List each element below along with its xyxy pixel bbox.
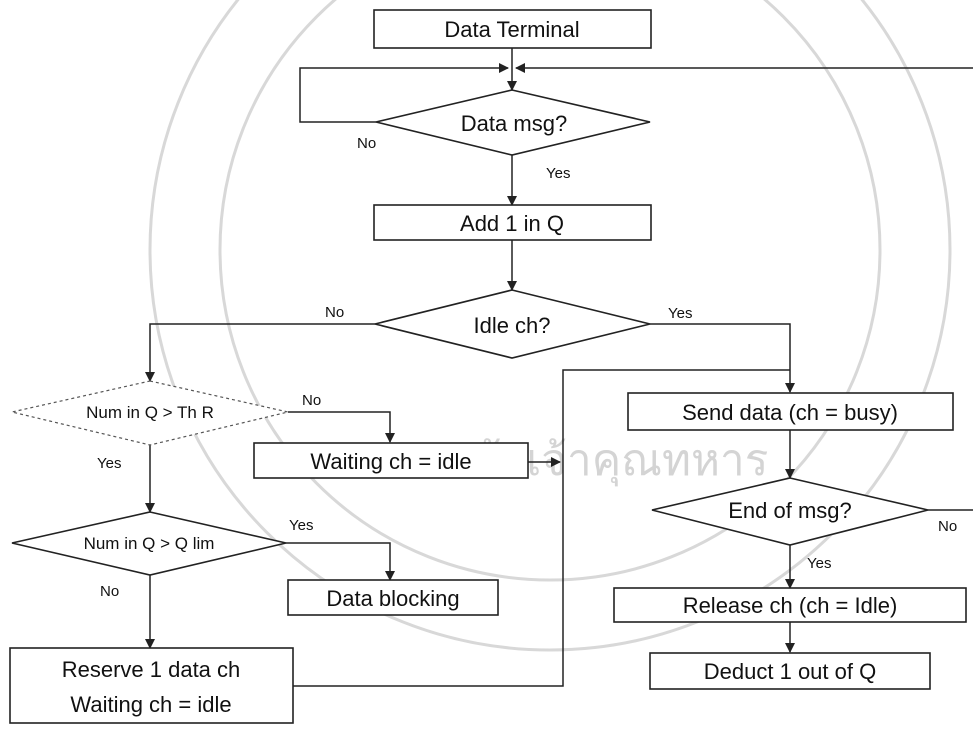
node-idle-ch-label: Idle ch? [473,313,550,338]
node-end-of-msg-decision: End of msg? [651,477,929,546]
edge-labels: No Yes No Yes No Yes Yes No No Yes [97,135,957,600]
edge-label-qlim-yes: Yes [289,517,313,534]
node-data-msg-decision: Data msg? [375,89,651,156]
node-reserve: Reserve 1 data ch Waiting ch = idle [9,647,294,724]
node-num-q-thr-decision: Num in Q > Th R [11,380,289,446]
edge-label-end-yes: Yes [807,555,831,572]
node-idle-ch-decision: Idle ch? [374,289,651,359]
node-data-terminal-label: Data Terminal [444,17,579,42]
edge-label-data-msg-yes: Yes [546,165,570,182]
node-data-terminal: Data Terminal [373,9,652,49]
connectors [145,48,973,687]
node-data-msg-label: Data msg? [461,111,567,136]
node-end-of-msg-label: End of msg? [728,498,852,523]
node-deduct: Deduct 1 out of Q [649,652,931,690]
node-reserve-line2: Waiting ch = idle [70,692,231,717]
edge-label-end-no: No [938,518,957,535]
node-add-1-label: Add 1 in Q [460,211,564,236]
node-release-ch-label: Release ch (ch = Idle) [683,593,898,618]
node-data-blocking: Data blocking [287,579,499,616]
node-waiting-idle-label: Waiting ch = idle [310,449,471,474]
node-num-q-thr-label: Num in Q > Th R [86,403,214,422]
node-reserve-line1: Reserve 1 data ch [62,657,241,682]
node-num-q-qlim-label: Num in Q > Q lim [84,534,215,553]
node-release-ch: Release ch (ch = Idle) [613,587,967,623]
node-num-q-qlim-decision: Num in Q > Q lim [11,511,287,576]
node-data-blocking-label: Data blocking [326,586,459,611]
node-add-1-in-q: Add 1 in Q [373,204,652,241]
edge-label-thr-yes: Yes [97,455,121,472]
edge-label-idle-no: No [325,304,344,321]
node-waiting-idle: Waiting ch = idle [253,442,529,479]
node-send-data: Send data (ch = busy) [627,392,954,431]
edge-label-data-msg-no: No [357,135,376,152]
edge-label-qlim-no: No [100,583,119,600]
node-deduct-label: Deduct 1 out of Q [704,659,876,684]
edge-label-idle-yes: Yes [668,305,692,322]
node-send-data-label: Send data (ch = busy) [682,400,898,425]
edge-label-thr-no: No [302,392,321,409]
